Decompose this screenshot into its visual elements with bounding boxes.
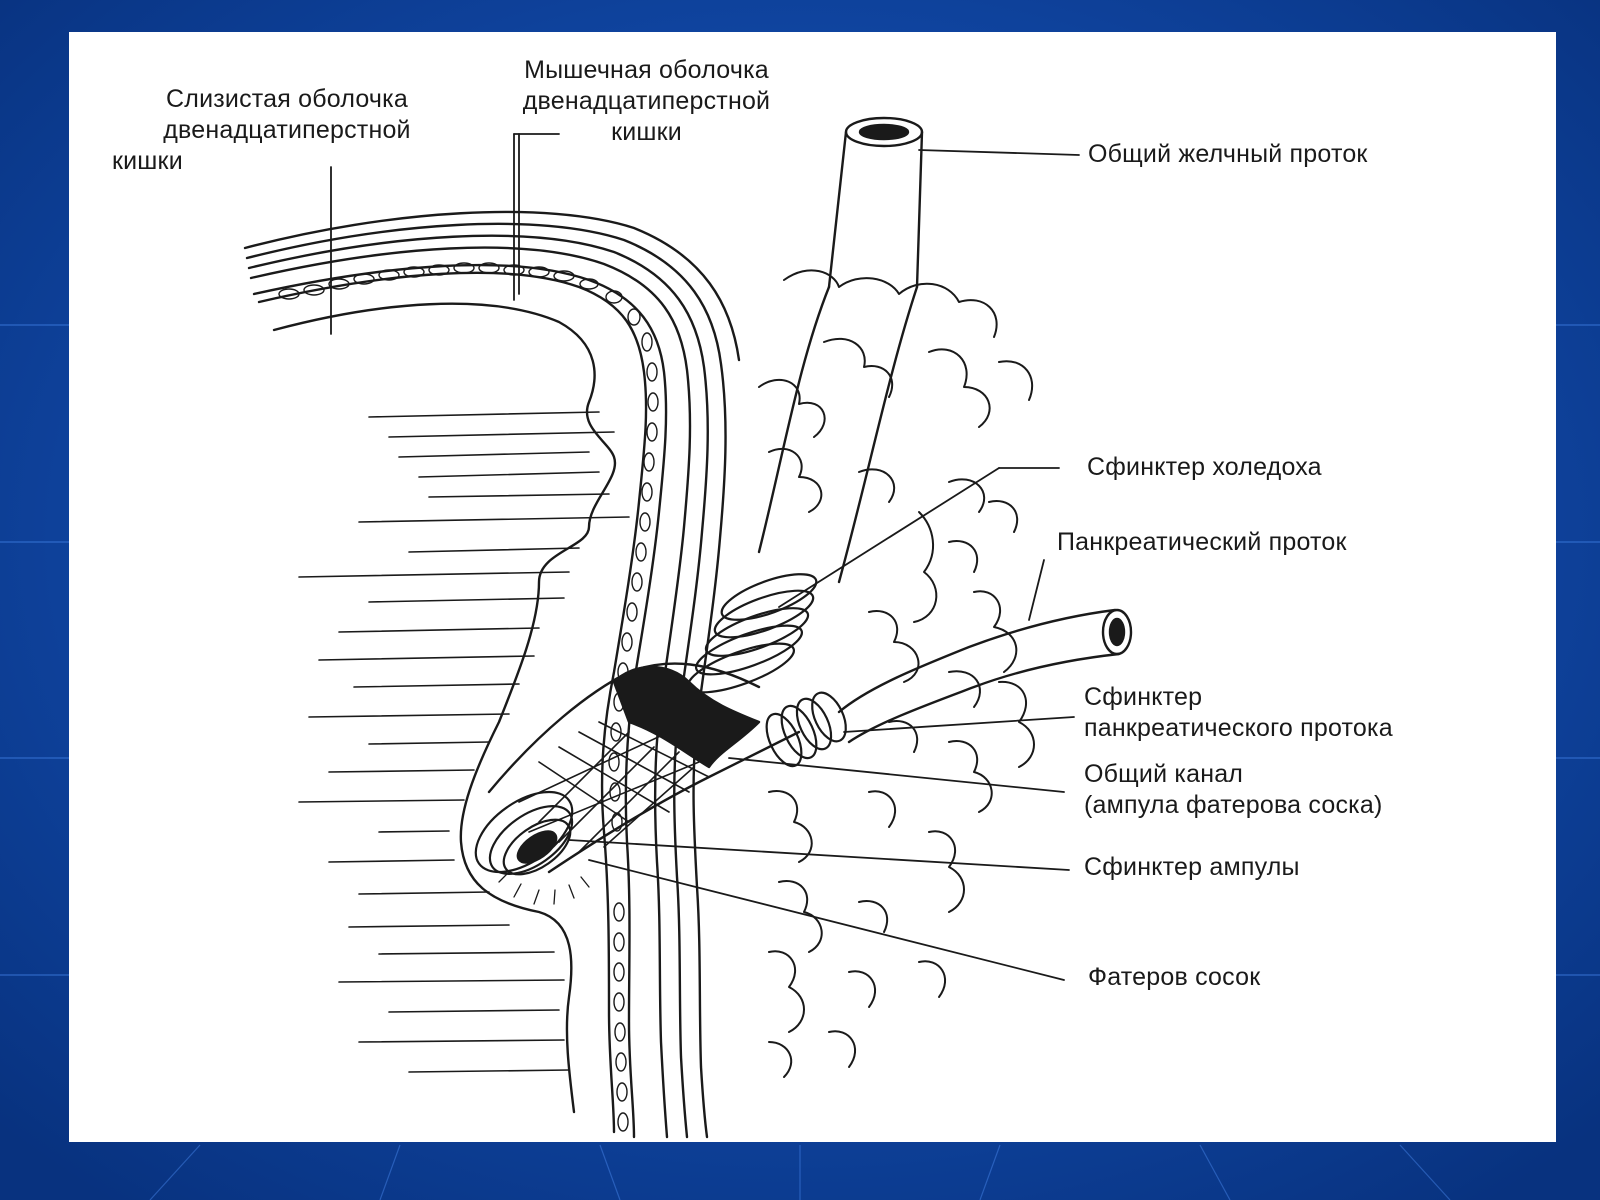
label-choledochal-sphincter-text: Сфинктер холедоха xyxy=(1087,453,1322,481)
label-mucosa: Слизистая оболочка двенадцатиперстной ки… xyxy=(112,84,462,177)
common-bile-duct-tube xyxy=(757,116,924,584)
label-mucosa-line-2: двенадцатиперстной xyxy=(163,116,411,144)
label-common-channel: Общий канал (ампула фатерова соска) xyxy=(1084,759,1383,821)
pancreatic-sphincter-rings xyxy=(765,691,847,768)
label-pancreatic-sphincter-line-1: Сфинктер xyxy=(1084,683,1203,711)
label-muscularis-line-3: кишки xyxy=(611,118,682,146)
label-pancreatic-sphincter: Сфинктер панкреатического протока xyxy=(1084,682,1393,744)
label-common-bile-duct: Общий желчный проток xyxy=(1088,139,1368,170)
submucosa-cells xyxy=(278,262,659,1132)
label-papilla-text: Фатеров сосок xyxy=(1088,963,1261,991)
label-choledochal-sphincter: Сфинктер холедоха xyxy=(1087,452,1322,483)
label-papilla: Фатеров сосок xyxy=(1088,962,1260,993)
duodenal-lumen-hatching xyxy=(298,411,630,1073)
label-common-channel-line-1: Общий канал xyxy=(1084,760,1244,788)
label-ampulla-sphincter-text: Сфинктер ампулы xyxy=(1084,853,1300,881)
pancreatic-tissue xyxy=(758,269,1035,1078)
diagram-panel: Слизистая оболочка двенадцатиперстной ки… xyxy=(69,32,1556,1142)
label-pancreatic-duct-text: Панкреатический проток xyxy=(1057,528,1347,556)
label-muscularis-line-2: двенадцатиперстной xyxy=(522,87,771,115)
duodenal-wall xyxy=(243,210,741,1139)
label-common-channel-line-2: (ампула фатерова соска) xyxy=(1084,791,1383,819)
papilla-orifice xyxy=(516,830,558,864)
label-common-bile-duct-text: Общий желчный проток xyxy=(1088,140,1368,168)
pancreatic-duct-tube xyxy=(837,608,1133,744)
label-ampulla-sphincter: Сфинктер ампулы xyxy=(1084,852,1300,883)
label-pancreatic-duct: Панкреатический проток xyxy=(1057,527,1347,558)
ampulla-anatomy-drawing xyxy=(243,116,1133,1139)
label-muscularis: Мышечная оболочка двенадцатиперстной киш… xyxy=(474,55,819,148)
label-mucosa-line-1: Слизистая оболочка xyxy=(166,85,408,113)
leader-lines xyxy=(330,133,1080,981)
label-muscularis-line-1: Мышечная оболочка xyxy=(524,56,769,84)
label-pancreatic-sphincter-line-2: панкреатического протока xyxy=(1084,714,1393,742)
papilla-radial-folds xyxy=(498,871,590,905)
choledochal-sphincter-rings xyxy=(686,573,818,694)
label-mucosa-line-3: кишки xyxy=(112,147,183,175)
